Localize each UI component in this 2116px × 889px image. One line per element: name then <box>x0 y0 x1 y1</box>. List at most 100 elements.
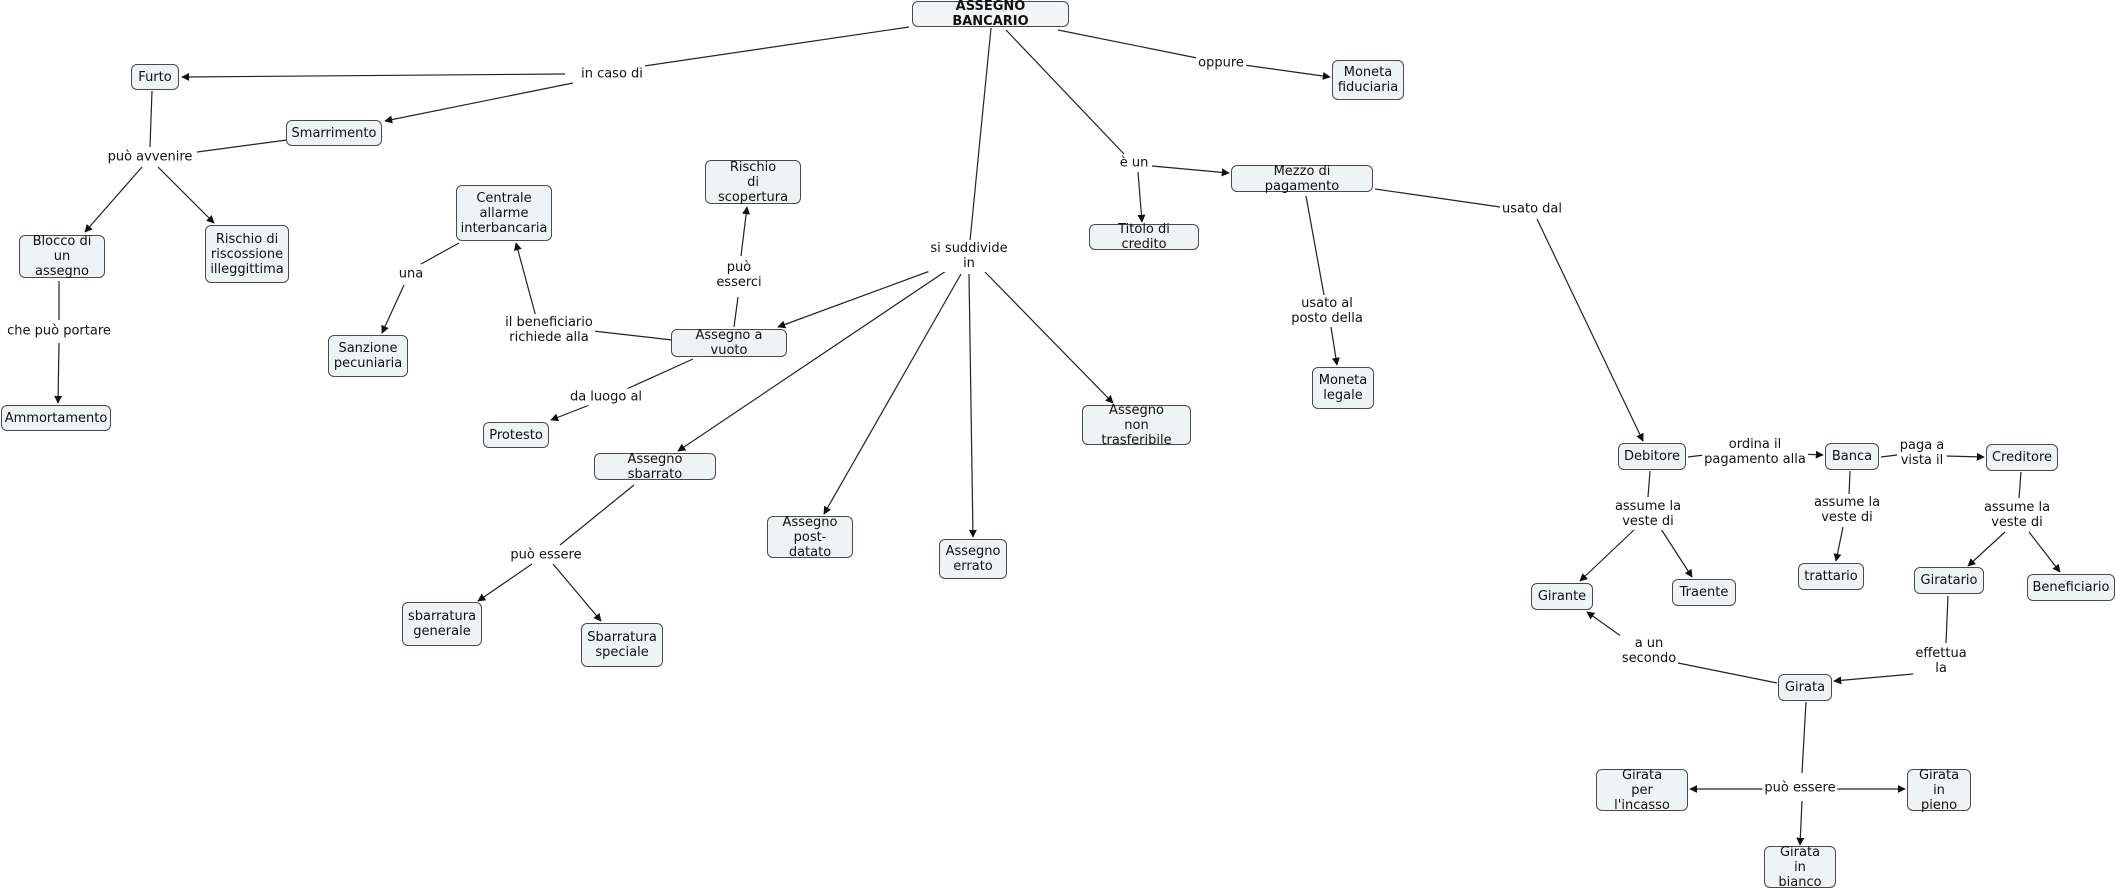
node-assegno-vuoto[interactable]: Assegno a vuoto <box>671 328 787 358</box>
node-girata[interactable]: Girata <box>1778 674 1832 701</box>
node-ammortamento[interactable]: Ammortamento <box>1 405 111 431</box>
node-trattario[interactable]: trattario <box>1798 563 1864 590</box>
connector-line <box>1833 526 1844 562</box>
node-assegno-sbarrato[interactable]: Assegno sbarrato <box>594 452 716 482</box>
node-rischio-scopertura[interactable]: Rischio di scopertura <box>705 160 801 205</box>
connector-line <box>157 166 215 224</box>
connector-line <box>181 72 566 81</box>
connector-line <box>381 284 405 334</box>
connector-line <box>1944 452 1985 461</box>
connector-line <box>1647 470 1651 498</box>
node-moneta-fiduciaria[interactable]: Moneta fiduciaria <box>1332 60 1404 100</box>
node-banca[interactable]: Banca <box>1825 443 1879 470</box>
link-una: una <box>396 265 426 283</box>
link-puo-essere-sbarrato: può essere <box>508 546 584 564</box>
node-furto[interactable]: Furto <box>131 64 179 90</box>
link-puo-avvenire: può avvenire <box>105 148 195 166</box>
connector-line <box>1801 701 1807 774</box>
connector-line <box>1151 165 1230 177</box>
connector-line <box>477 563 533 602</box>
connector-line <box>559 484 635 546</box>
connector-line <box>1672 661 1778 684</box>
connector-line <box>1945 595 1949 644</box>
connector-line <box>1330 326 1340 366</box>
node-assegno-postdatato[interactable]: Assegno post-datato <box>767 515 853 560</box>
node-debitore[interactable]: Debitore <box>1618 443 1686 470</box>
link-da-luogo-al: da luogo al <box>567 388 645 406</box>
node-mezzo-pagamento[interactable]: Mezzo di pagamento <box>1231 164 1373 194</box>
node-titolo-credito[interactable]: Titolo di credito <box>1089 222 1199 252</box>
node-assegno-bancario[interactable]: ASSEGNO BANCARIO <box>912 0 1069 29</box>
connector-line <box>1137 171 1146 223</box>
node-protesto[interactable]: Protesto <box>483 422 549 448</box>
connector-line <box>740 206 751 257</box>
node-girata-pieno[interactable]: Girata in pieno <box>1907 768 1971 813</box>
connector-line <box>1536 218 1644 442</box>
node-sbarratura-generale[interactable]: sbarratura generale <box>402 602 482 646</box>
link-puo-essere-girata: può essere <box>1762 779 1838 797</box>
link-usato-al-posto-della: usato al posto della <box>1289 295 1365 327</box>
link-a-un-secondo: a un secondo <box>1619 635 1679 667</box>
connector-line <box>2028 531 2061 573</box>
node-smarrimento[interactable]: Smarrimento <box>286 120 382 146</box>
connector-line <box>984 271 1114 404</box>
link-assume-veste-debitore: assume la veste di <box>1612 498 1684 530</box>
connector-line <box>514 242 537 318</box>
node-girata-incasso[interactable]: Girata per l'incasso <box>1596 768 1688 813</box>
node-girata-bianco[interactable]: Girata in bianco <box>1764 845 1836 889</box>
link-si-suddivide-in: si suddivide in <box>928 240 1010 272</box>
connector-line <box>552 563 602 622</box>
link-assume-veste-creditore: assume la veste di <box>1981 499 2053 531</box>
connector-line <box>384 82 574 124</box>
connector-line <box>2018 471 2022 499</box>
connector-line <box>619 358 694 393</box>
connector-line <box>777 270 931 329</box>
node-sanzione-pecuniaria[interactable]: Sanzione pecuniaria <box>328 335 408 377</box>
link-assume-veste-banca: assume la veste di <box>1811 494 1883 526</box>
link-il-beneficiario-richiede: il beneficiario richiede alla <box>503 314 595 346</box>
connector-line <box>968 273 977 538</box>
node-blocco-assegno[interactable]: Blocco di un assegno <box>19 234 105 279</box>
node-sbarratura-speciale[interactable]: Sbarratura speciale <box>581 623 663 667</box>
link-oppure: oppure <box>1196 54 1246 72</box>
connector-line <box>1967 531 2006 567</box>
link-che-puo-portare: che può portare <box>5 322 113 340</box>
node-giratario[interactable]: Giratario <box>1914 567 1984 594</box>
link-ordina-il-pagamento: ordina il pagamento alla <box>1702 436 1808 468</box>
connector-line <box>1833 672 1925 685</box>
connector-line <box>550 403 593 422</box>
connector-line <box>1848 470 1851 496</box>
connector-line <box>677 270 947 452</box>
connector-line <box>1880 454 1898 458</box>
connector-line <box>420 242 460 265</box>
connector-line <box>54 342 63 404</box>
node-rischio-riscossione[interactable]: Rischio di riscossione illeggittima <box>205 225 289 283</box>
connector-line <box>733 296 739 328</box>
link-e-un: è un <box>1117 154 1151 172</box>
connector-line <box>84 166 143 233</box>
connector-line <box>1057 29 1213 62</box>
link-paga-a-vista: paga a vista il <box>1897 437 1947 469</box>
node-assegno-non-trasferibile[interactable]: Assegno non trasferibile <box>1082 403 1191 448</box>
connector-line <box>1374 188 1508 209</box>
node-creditore[interactable]: Creditore <box>1986 444 2058 471</box>
node-traente[interactable]: Traente <box>1672 579 1736 606</box>
connector-line <box>1005 29 1125 155</box>
node-beneficiario[interactable]: Beneficiario <box>2027 574 2115 601</box>
link-usato-dal: usato dal <box>1500 200 1564 218</box>
node-assegno-errato[interactable]: Assegno errato <box>939 539 1007 579</box>
connector-line <box>1660 528 1693 578</box>
node-centrale-allarme[interactable]: Centrale allarme interbancaria <box>456 185 552 241</box>
connector-line <box>196 139 288 153</box>
link-in-caso-di: in caso di <box>579 65 645 83</box>
connector-line <box>592 330 673 341</box>
node-moneta-legale[interactable]: Moneta legale <box>1312 367 1374 409</box>
connector-line <box>1579 528 1636 582</box>
connector-line <box>823 273 962 515</box>
node-girante[interactable]: Girante <box>1531 583 1593 610</box>
link-puo-esserci: può esserci <box>714 259 764 291</box>
connector-line <box>1305 195 1325 296</box>
connector-line <box>1796 800 1805 846</box>
